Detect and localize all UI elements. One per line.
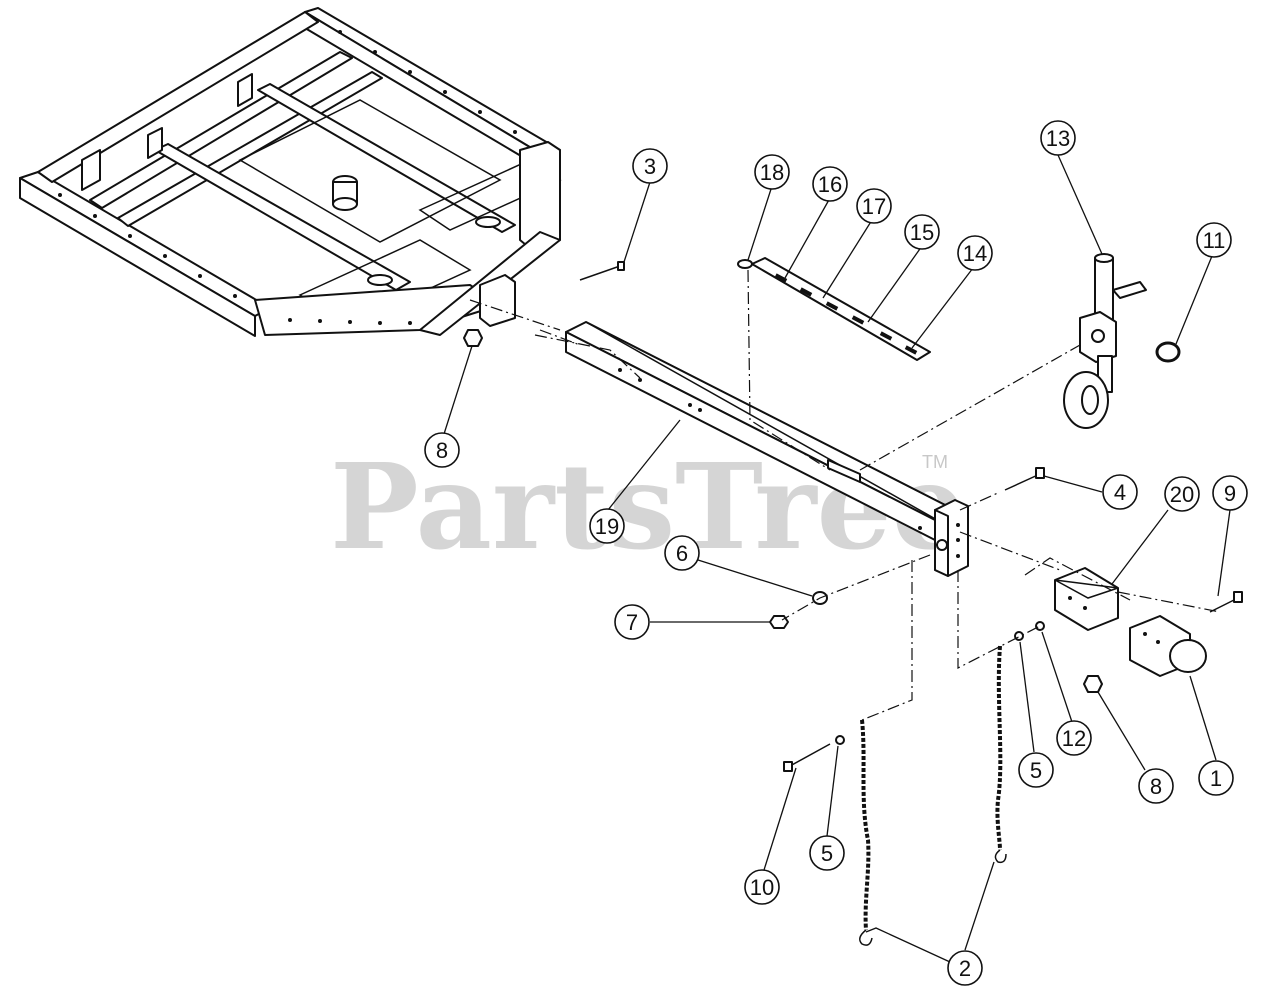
callout-3-label: 3: [644, 154, 656, 179]
callout-13-label: 13: [1046, 126, 1070, 151]
callouts: 1 2 3 4 5 5 6 7: [424, 120, 1248, 986]
callout-11-label: 11: [1203, 228, 1226, 253]
callout-18: 18: [754, 154, 790, 190]
callout-7-label: 7: [626, 610, 638, 635]
coupler-part-1: [1129, 615, 1207, 677]
callout-11: 11: [1196, 222, 1232, 258]
lock-washer-part-12: [1035, 621, 1045, 631]
callout-6-label: 6: [676, 541, 688, 566]
callout-10: 10: [744, 869, 780, 905]
main-frame: [19, 7, 562, 337]
washer-part-5-lower: [835, 735, 845, 745]
callout-1-label: 1: [1210, 766, 1222, 791]
callout-18-label: 18: [760, 160, 784, 185]
watermark-trademark: TM: [922, 452, 948, 472]
jack-stand-part-13: [1063, 253, 1147, 429]
callout-12: 12: [1056, 720, 1092, 756]
callout-7: 7: [614, 604, 650, 640]
tongue-end-bracket: [934, 499, 969, 577]
safety-chain-part-2: [859, 645, 1007, 946]
callout-8-lower: 8: [1138, 768, 1174, 804]
callout-2-label: 2: [959, 956, 971, 981]
callout-5-lower: 5: [809, 835, 845, 871]
callout-17-label: 17: [862, 194, 886, 219]
callout-8-upper-label: 8: [436, 438, 448, 463]
callout-10-label: 10: [750, 875, 774, 900]
bolt-part-9: [1209, 591, 1243, 613]
callout-9: 9: [1212, 475, 1248, 511]
nut-part-8-upper: [463, 329, 483, 347]
callout-1: 1: [1198, 760, 1234, 796]
leader-lines: [443, 154, 1231, 963]
callout-19-label: 19: [595, 514, 619, 539]
callout-20: 20: [1164, 476, 1200, 512]
ring-pin-part-11: [1155, 341, 1181, 363]
callout-2: 2: [947, 950, 983, 986]
callout-14: 14: [957, 235, 993, 271]
callout-8-upper: 8: [424, 432, 460, 468]
callout-9-label: 9: [1224, 481, 1236, 506]
hitch-bracket-part-20: [1054, 567, 1119, 631]
bolt-part-10: [783, 743, 831, 772]
assembly-lines: [469, 269, 1221, 721]
callout-20-label: 20: [1170, 482, 1194, 507]
callout-15-label: 15: [910, 220, 934, 245]
callout-17: 17: [856, 188, 892, 224]
callout-5-upper-label: 5: [1030, 758, 1042, 783]
callout-8-lower-label: 8: [1150, 774, 1162, 799]
callout-12-label: 12: [1062, 726, 1086, 751]
bolt-part-4: [1004, 467, 1045, 491]
callout-15: 15: [904, 214, 940, 250]
nut-part-8-lower: [1083, 675, 1103, 693]
decal-strip-parts-14-18: [737, 257, 931, 361]
callout-5-upper: 5: [1018, 752, 1054, 788]
callout-14-label: 14: [963, 241, 987, 266]
pin-part-3: [579, 261, 625, 281]
callout-13: 13: [1040, 120, 1076, 156]
callout-19: 19: [589, 508, 625, 544]
callout-3: 3: [632, 148, 668, 184]
callout-4-label: 4: [1114, 480, 1126, 505]
callout-4: 4: [1102, 474, 1138, 510]
callout-16: 16: [812, 166, 848, 202]
callout-16-label: 16: [818, 172, 842, 197]
callout-5-lower-label: 5: [821, 841, 833, 866]
callout-6: 6: [664, 535, 700, 571]
